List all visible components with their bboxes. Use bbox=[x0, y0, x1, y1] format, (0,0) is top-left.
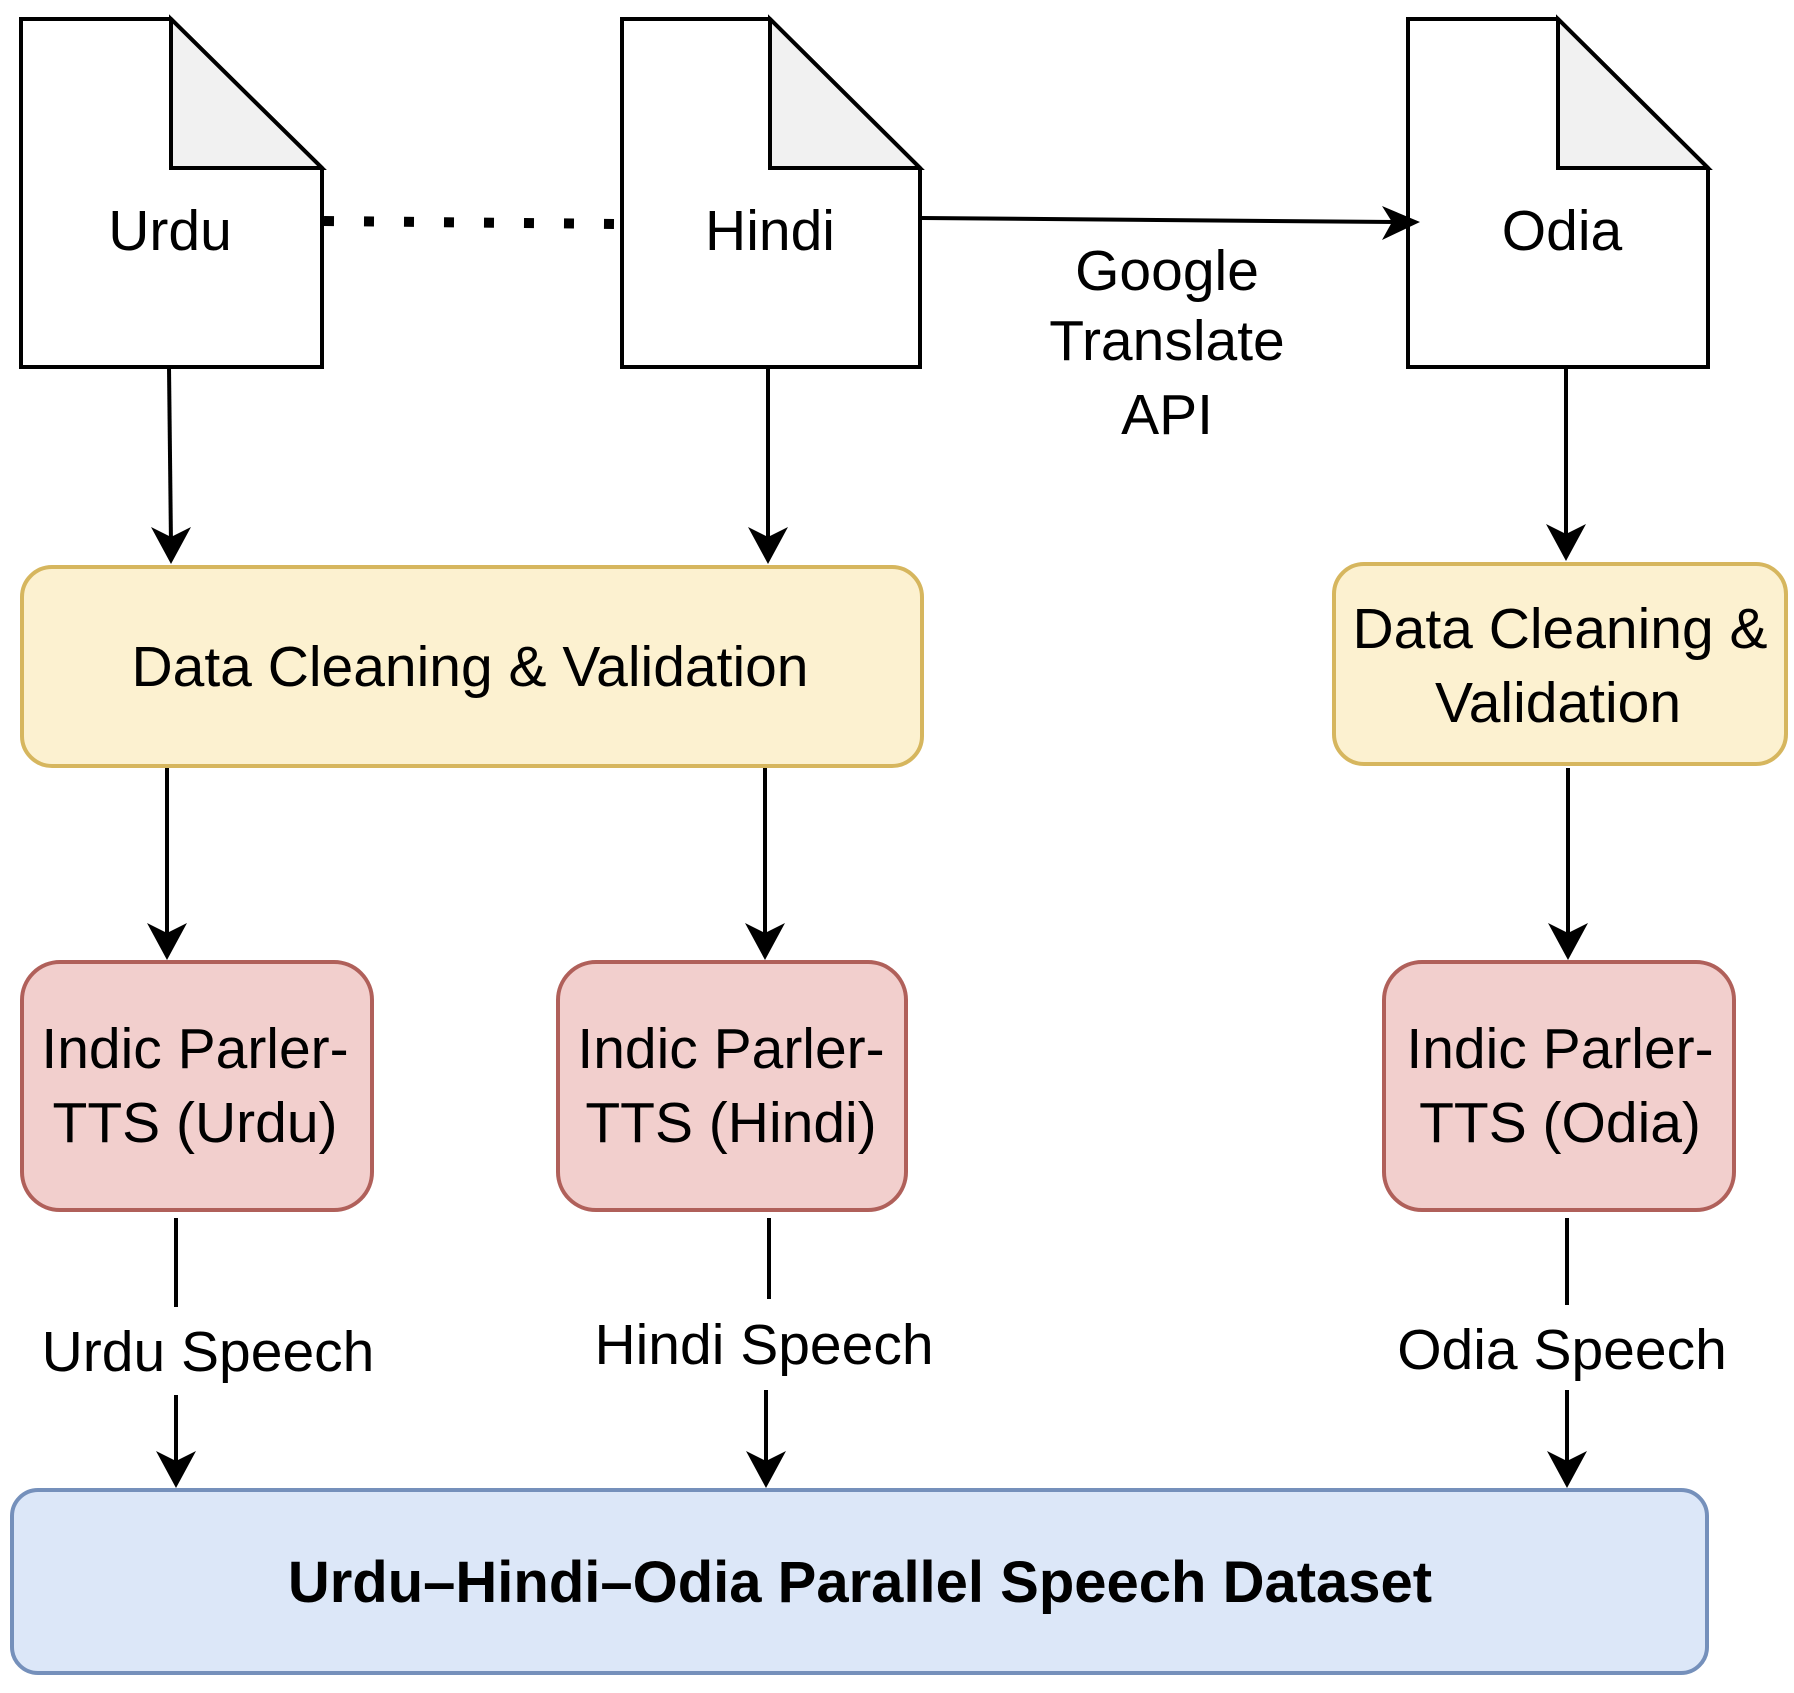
arrow-cleaning-to-tts-hindi bbox=[745, 768, 785, 960]
svg-text:Data Cleaning &: Data Cleaning & bbox=[1352, 597, 1767, 661]
hindi-document: Hindi bbox=[620, 14, 925, 369]
dataset-label: Urdu–Hindi–Odia Parallel Speech Dataset bbox=[288, 1550, 1432, 1615]
arrowhead-icon bbox=[746, 1451, 786, 1488]
arrow-cleaning-to-tts-urdu bbox=[147, 768, 187, 960]
arrowhead-icon bbox=[1382, 206, 1420, 240]
svg-text:TTS (Odia): TTS (Odia) bbox=[1419, 1091, 1701, 1155]
svg-text:TTS (Urdu): TTS (Urdu) bbox=[53, 1091, 338, 1155]
arrow-hindi-to-cleaning bbox=[748, 367, 788, 564]
dataset-box: Urdu–Hindi–Odia Parallel Speech Dataset bbox=[10, 1488, 1709, 1675]
hindi-document-label: Hindi bbox=[705, 199, 835, 263]
speech-label-odia: Odia Speech bbox=[1397, 1318, 1727, 1382]
speech-connector-hindi: Hindi Speech bbox=[594, 1218, 934, 1488]
tts-box-urdu: Indic Parler- TTS (Urdu) bbox=[20, 960, 374, 1212]
arrowhead-icon bbox=[156, 1451, 196, 1488]
svg-text:Indic Parler-: Indic Parler- bbox=[41, 1017, 348, 1081]
svg-text:Indic Parler-: Indic Parler- bbox=[577, 1017, 884, 1081]
svg-text:TTS (Hindi): TTS (Hindi) bbox=[585, 1091, 876, 1155]
arrowhead-icon bbox=[151, 527, 191, 564]
tts-box-odia: Indic Parler- TTS (Odia) bbox=[1382, 960, 1736, 1212]
odia-document: Odia bbox=[1406, 14, 1713, 369]
speech-connector-urdu: Urdu Speech bbox=[42, 1218, 375, 1488]
arrowhead-icon bbox=[748, 527, 788, 564]
translate-label: Google Translate API bbox=[1049, 239, 1285, 447]
speech-label-urdu: Urdu Speech bbox=[42, 1320, 375, 1384]
arrowhead-icon bbox=[1548, 923, 1588, 960]
translate-arrow bbox=[921, 206, 1420, 240]
svg-text:Translate: Translate bbox=[1049, 309, 1285, 373]
svg-text:API: API bbox=[1121, 383, 1213, 447]
speech-label-hindi: Hindi Speech bbox=[594, 1313, 933, 1377]
document-fold-icon bbox=[169, 14, 327, 170]
tts-box-hindi: Indic Parler- TTS (Hindi) bbox=[556, 960, 908, 1212]
document-fold-icon bbox=[768, 14, 925, 170]
cleaning-box-odia: Data Cleaning & Validation bbox=[1332, 562, 1788, 766]
arrow-cleaning-to-tts-odia bbox=[1548, 768, 1588, 960]
svg-text:Validation: Validation bbox=[1435, 671, 1681, 735]
svg-text:Google: Google bbox=[1075, 239, 1259, 303]
urdu-document-label: Urdu bbox=[108, 199, 232, 263]
dotted-connector bbox=[323, 216, 621, 229]
arrowhead-icon bbox=[1546, 524, 1586, 561]
speech-connector-odia: Odia Speech bbox=[1397, 1218, 1727, 1488]
odia-document-label: Odia bbox=[1502, 199, 1623, 263]
arrowhead-icon bbox=[745, 923, 785, 960]
arrowhead-icon bbox=[147, 923, 187, 960]
arrow-urdu-to-cleaning bbox=[151, 366, 191, 564]
svg-text:Indic Parler-: Indic Parler- bbox=[1406, 1017, 1713, 1081]
urdu-document: Urdu bbox=[19, 14, 327, 369]
arrowhead-icon bbox=[1547, 1451, 1587, 1488]
cleaning-box-shared: Data Cleaning & Validation bbox=[20, 565, 924, 768]
arrow-odia-to-cleaning bbox=[1546, 367, 1586, 561]
cleaning-label-shared: Data Cleaning & Validation bbox=[131, 635, 808, 699]
document-fold-icon bbox=[1556, 14, 1713, 170]
